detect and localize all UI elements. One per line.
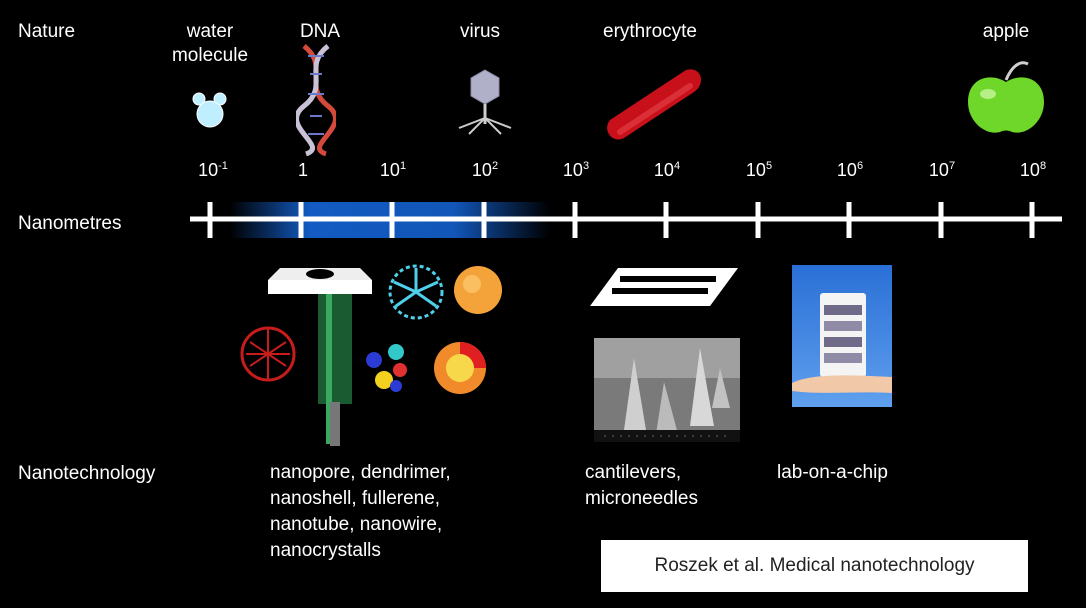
nanotech-description-cantilevers: cantilevers, microneedles [585, 460, 698, 512]
scale-ticks [207, 202, 1035, 238]
row-label-nanometres: Nanometres [18, 213, 122, 234]
apple-icon [968, 61, 1044, 133]
microneedles-sem-image [594, 338, 740, 442]
virus-icon [458, 69, 512, 135]
scale-tick-label: 108 [1019, 160, 1047, 180]
water-molecule-icon [192, 92, 227, 128]
description-line: nanocrystalls [270, 540, 381, 561]
nanometre-scale [190, 202, 1062, 238]
scale-tick-label: 1 [297, 160, 308, 180]
lab-on-a-chip-image [792, 265, 892, 407]
nature-label-virus: virus [459, 21, 501, 42]
cantilevers-illustration [590, 268, 738, 306]
nanotech-description-lab-on-a-chip: lab-on-a-chip [777, 460, 888, 486]
scale-tick-label: 107 [928, 160, 956, 180]
description-line: nanotube, nanowire, [270, 514, 443, 535]
scale-tick-label: 103 [562, 160, 590, 180]
scale-tick-label: 102 [471, 160, 499, 180]
row-label-nature: Nature [18, 21, 76, 42]
description-line: lab-on-a-chip [777, 462, 888, 483]
nanostructures-illustration [240, 264, 502, 446]
scale-tick-label: 106 [836, 160, 864, 180]
dna-icon [296, 44, 336, 156]
nanotech-description-nanostructures: nanopore, dendrimer, nanoshell, fulleren… [270, 460, 451, 564]
description-line: cantilevers, [585, 462, 682, 483]
erythrocyte-icon [607, 69, 701, 140]
scale-tick-label: 10-1 [198, 160, 228, 180]
nature-label-erythrocyte: erythrocyte [603, 21, 697, 42]
description-line: nanoshell, fullerene, [270, 488, 441, 509]
nature-label-dna: DNA [299, 21, 341, 42]
citation-box: Roszek et al. Medical nanotechnology [601, 540, 1028, 592]
scale-tick-label: 101 [379, 160, 407, 180]
scale-tick-label: 104 [653, 160, 681, 180]
scale-tick-label: 105 [745, 160, 773, 180]
nature-label-water: water molecule [171, 21, 249, 66]
description-line: microneedles [585, 488, 698, 509]
description-line: nanopore, dendrimer, [270, 462, 451, 483]
nature-label-apple: apple [982, 21, 1030, 42]
row-label-nanotechnology: Nanotechnology [18, 463, 156, 484]
